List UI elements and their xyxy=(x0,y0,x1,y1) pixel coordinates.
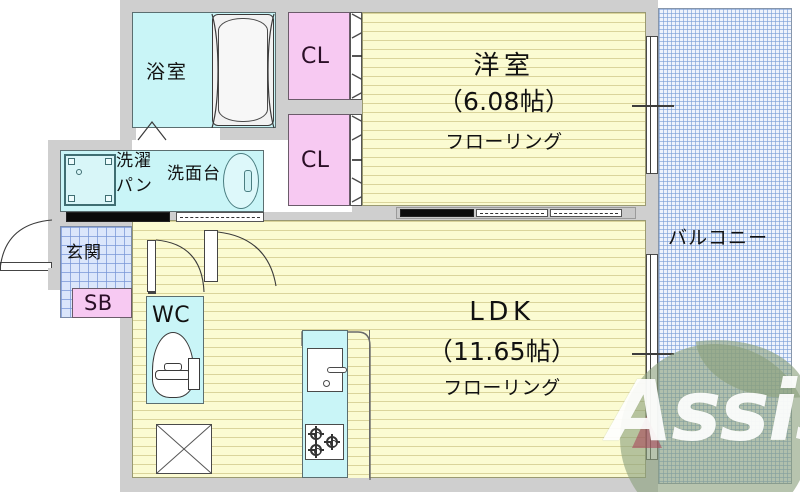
wall-bottom xyxy=(120,478,658,492)
kitchen-counter-extension xyxy=(348,330,370,478)
laundry-pan-corner xyxy=(68,195,75,202)
ldk-size-label: （11.65帖） xyxy=(427,337,577,366)
wall-left-bottom xyxy=(120,278,132,492)
bathroom-door-opening[interactable] xyxy=(136,128,220,140)
shoebox-area xyxy=(72,288,132,318)
kitchen-drain-icon xyxy=(323,380,330,387)
refrigerator-space-x-icon xyxy=(156,424,212,474)
laundry-pan-corner xyxy=(105,195,112,202)
yoshitsu-area xyxy=(362,12,646,206)
entrance-door-swing-icon[interactable] xyxy=(0,218,66,274)
wall-left-mid xyxy=(48,140,132,152)
partition-panel-sliding-2[interactable] xyxy=(550,209,622,217)
wall-left-upper xyxy=(120,0,132,140)
kitchen-faucet-icon[interactable] xyxy=(327,367,347,373)
laundry-pan-corner xyxy=(105,158,112,165)
laundry-pan-label-line2: パン xyxy=(116,176,153,196)
stove-burner-1 xyxy=(308,426,324,442)
partition-panel-closed[interactable] xyxy=(400,209,474,217)
toilet-seat-icon xyxy=(155,370,191,380)
hall-ldk-door-swing-icon[interactable] xyxy=(204,228,282,290)
toilet-door-swing-icon[interactable] xyxy=(146,238,214,296)
entrance-door-jamb-top xyxy=(48,222,60,240)
bathtub-curve-icon xyxy=(211,13,275,129)
laundry-pan-label-line1: 洗濯 xyxy=(116,151,153,171)
yoshitsu-material-label: フローリング xyxy=(445,131,563,153)
kitchen-counter-outline xyxy=(301,331,371,480)
wall-top xyxy=(120,0,658,12)
ldk-balcony-window[interactable] xyxy=(646,254,658,460)
ldk-window-sash-marker xyxy=(632,353,674,355)
yoshitsu-name-label: 洋室 xyxy=(473,51,535,81)
entrance-door-jamb-bottom xyxy=(48,268,60,290)
closet-lower-label: CL xyxy=(301,148,330,173)
partition-panel-sliding-1[interactable] xyxy=(476,209,548,217)
toilet-tank-icon xyxy=(164,363,182,371)
toilet-door-leaf[interactable] xyxy=(148,292,156,294)
vanity-basin-icon xyxy=(223,153,259,209)
laundry-pan-corner xyxy=(68,158,75,165)
stove-burner-3 xyxy=(308,442,324,458)
closet-upper-label: CL xyxy=(301,44,330,69)
toilet-cistern-icon xyxy=(188,358,200,390)
entrance-label: 玄関 xyxy=(66,243,103,263)
ldk-name-label: LDK xyxy=(469,297,535,327)
closet-lower xyxy=(288,114,350,206)
wall-bath-right xyxy=(276,0,288,140)
bathroom-label: 浴室 xyxy=(146,61,188,83)
vanity-faucet-icon xyxy=(244,170,252,192)
toilet-label: WC xyxy=(152,303,190,328)
yoshitsu-window-sash-marker xyxy=(632,105,674,107)
bathroom-door-icon[interactable] xyxy=(130,112,204,142)
sanitary-sliding-door[interactable] xyxy=(176,212,264,222)
stove-burner-2 xyxy=(324,434,340,450)
vanity-label: 洗面台 xyxy=(167,164,222,184)
hall-ldk-door-panel[interactable] xyxy=(204,230,218,282)
ldk-material-label: フローリング xyxy=(443,377,561,399)
yoshitsu-size-label: （6.08帖） xyxy=(437,87,571,116)
toilet-door-panel[interactable] xyxy=(147,240,156,292)
laundry-pan-drain-icon xyxy=(76,169,82,175)
closet-upper xyxy=(288,12,350,100)
balcony-label: バルコニー xyxy=(668,227,769,249)
sanitary-door-threshold[interactable] xyxy=(66,212,170,222)
ldk-window-mullion xyxy=(650,254,651,460)
shoebox-label: SB xyxy=(84,291,113,315)
wall-between-closets xyxy=(288,100,362,114)
